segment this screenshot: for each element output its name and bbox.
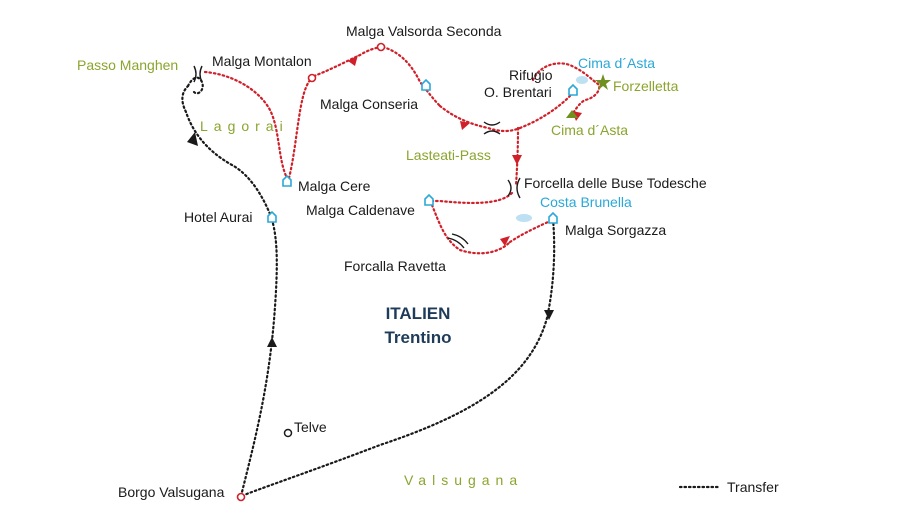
- transfer-route-sorgazza-borgo: [242, 217, 556, 497]
- label-malga-cere: Malga Cere: [298, 178, 371, 194]
- hike-valsorda-conseria: [381, 45, 442, 108]
- hike-ravetta-sorgazza: [508, 218, 554, 244]
- label-valsugana: Valsugana: [404, 472, 523, 488]
- peak-icon-forzelletta: [595, 74, 611, 90]
- label-costa-brunella: Costa Brunella: [540, 194, 632, 210]
- hike-manghen-cere: [203, 70, 289, 180]
- pass-icon-forcella: [507, 177, 521, 199]
- legend-transfer-label: Transfer: [727, 479, 779, 495]
- transfer-route-aurai-manghen: [181, 84, 272, 216]
- label-malga-montalon: Malga Montalon: [212, 53, 312, 69]
- hike-montalon-valsorda: [312, 45, 383, 78]
- region-province: Trentino: [384, 328, 451, 347]
- hike-arrow-lasteati: [460, 121, 470, 130]
- hike-caldenave-ravetta: [430, 203, 512, 255]
- lake-cima-asta: [576, 76, 588, 84]
- hut-icon-conseria: [421, 78, 431, 91]
- pass-symbols: [193, 65, 521, 249]
- hike-forcella-caldenave: [428, 191, 514, 205]
- hike-brentari-loop: [531, 62, 601, 120]
- hike-lasteati-brentari: [518, 86, 577, 130]
- hike-conseria-lasteati: [438, 104, 522, 133]
- town-dot-telve: [283, 428, 293, 438]
- label-borgo-valsugana: Borgo Valsugana: [118, 484, 225, 500]
- hiking-routes: [203, 45, 601, 255]
- hike-arrow-ravetta: [500, 236, 510, 246]
- label-forzelletta: Forzelletta: [613, 78, 679, 94]
- hut-icons: [267, 78, 578, 224]
- pass-icon-ravetta: [447, 233, 469, 249]
- pass-icon-lasteati: [483, 121, 501, 135]
- labels: Passo Manghen Malga Montalon Malga Valso…: [77, 23, 707, 500]
- transfer-arrow-aurai-manghen: [187, 132, 198, 146]
- legend: Transfer: [678, 479, 779, 495]
- label-hotel-aurai: Hotel Aurai: [184, 209, 252, 225]
- pass-icon-manghen: [193, 65, 203, 83]
- label-lagorai: Lagorai: [200, 118, 289, 134]
- hike-cere-montalon: [287, 76, 314, 180]
- label-lasteati: Lasteati-Pass: [406, 147, 491, 163]
- town-dot-borgo: [236, 492, 246, 502]
- hut-icon-brentari: [568, 83, 578, 96]
- transfer-routes: [181, 76, 556, 498]
- hut-icon-cere: [282, 174, 292, 187]
- label-passo-manghen: Passo Manghen: [77, 57, 178, 73]
- transfer-route-borgo-aurai: [239, 218, 278, 498]
- hike-arrow-valsorda: [348, 55, 358, 66]
- transfer-arrow-up: [267, 337, 277, 347]
- label-forcella-buse: Forcella delle Buse Todesche: [524, 175, 707, 191]
- hut-icon-caldenave: [424, 193, 434, 206]
- label-malga-conseria: Malga Conseria: [320, 96, 418, 112]
- label-malga-valsorda: Malga Valsorda Seconda: [346, 23, 502, 39]
- label-forcalla-ravetta: Forcalla Ravetta: [344, 258, 446, 274]
- hut-icon-aurai: [267, 210, 277, 223]
- label-cima-asta-hut: Cima d´Asta: [578, 55, 655, 71]
- transfer-arrow-sorgazza: [544, 310, 554, 320]
- label-brentari: O. Brentari: [484, 84, 552, 100]
- label-malga-caldenave: Malga Caldenave: [306, 202, 415, 218]
- label-rifugio: Rifugio: [509, 67, 553, 83]
- label-telve: Telve: [294, 419, 327, 435]
- label-malga-sorgazza: Malga Sorgazza: [565, 222, 666, 238]
- peak-icon-cima-asta: [566, 110, 578, 118]
- hike-arrow-forcella: [512, 155, 522, 165]
- hut-icon-sorgazza: [548, 211, 558, 224]
- lake-costa-brunella: [516, 214, 532, 222]
- region-country: ITALIEN: [386, 304, 451, 323]
- malga-dot-montalon: [307, 73, 317, 83]
- malga-dot-valsorda: [376, 42, 386, 52]
- label-cima-asta-peak: Cima d´Asta: [551, 122, 628, 138]
